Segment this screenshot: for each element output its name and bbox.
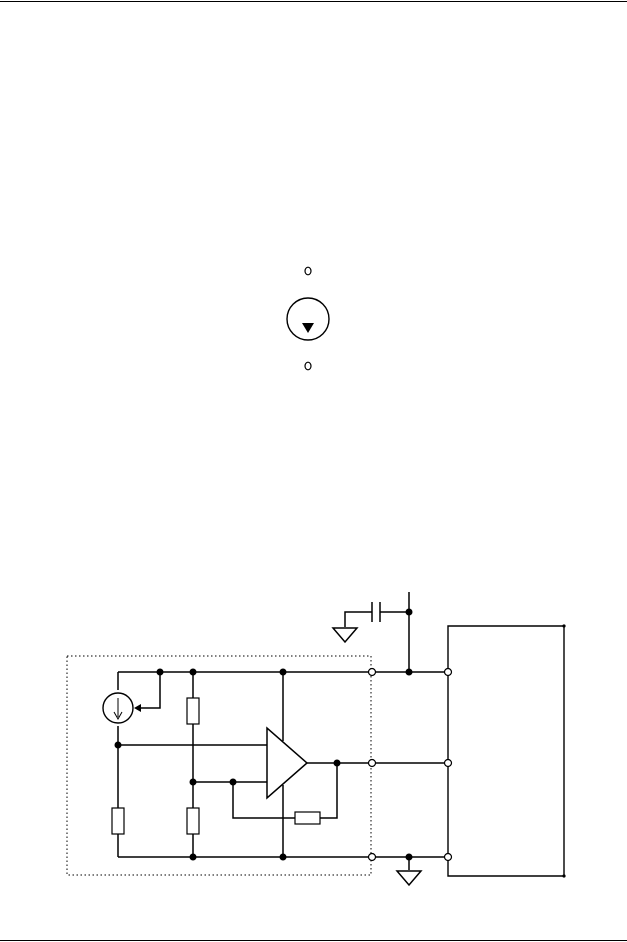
current-source-symbol	[286, 266, 330, 371]
capacitor-icon	[371, 602, 381, 622]
module-terminal-mid	[367, 758, 377, 768]
junction	[405, 853, 413, 861]
junction	[189, 853, 197, 861]
transmitter-schematic	[66, 592, 566, 887]
opamp-triangle	[266, 726, 309, 800]
junction	[405, 608, 413, 616]
junction	[189, 778, 197, 786]
junction	[114, 741, 122, 749]
feedback-to-source	[136, 672, 161, 709]
top-rule	[0, 1, 627, 2]
receiver-terminal-mid	[443, 758, 453, 768]
resistor-mid-bottom	[186, 807, 200, 835]
junction	[229, 778, 237, 786]
source-circle	[286, 297, 330, 341]
terminal-bottom	[304, 361, 312, 371]
bottom-rule	[0, 940, 627, 941]
junction	[333, 759, 341, 767]
corner-dot	[562, 874, 566, 878]
module-terminal-bottom	[367, 852, 377, 862]
current-source-arrow-icon	[113, 698, 123, 721]
junction	[189, 668, 197, 676]
junction	[405, 668, 413, 676]
receiver-box	[447, 625, 565, 877]
receiver-terminal-bottom	[443, 852, 453, 862]
junction	[279, 853, 287, 861]
ground-icon-top	[331, 627, 359, 644]
receiver-terminal-top	[443, 667, 453, 677]
terminal-top	[304, 266, 312, 276]
junction	[279, 668, 287, 676]
current-source-icon	[102, 692, 134, 724]
module-boundary	[66, 655, 372, 876]
feedback-arrowhead-icon	[134, 704, 141, 712]
source-arrow-icon	[302, 323, 314, 333]
corner-dot	[562, 624, 566, 628]
capacitor-wire	[344, 611, 409, 627]
resistor-mid-top	[186, 697, 200, 725]
junction	[156, 668, 164, 676]
ground-icon-bottom	[395, 870, 423, 887]
resistor-left	[111, 807, 125, 835]
resistor-feedback	[294, 811, 321, 825]
feedback-loop-wire	[232, 763, 338, 819]
module-terminal-top	[367, 667, 377, 677]
